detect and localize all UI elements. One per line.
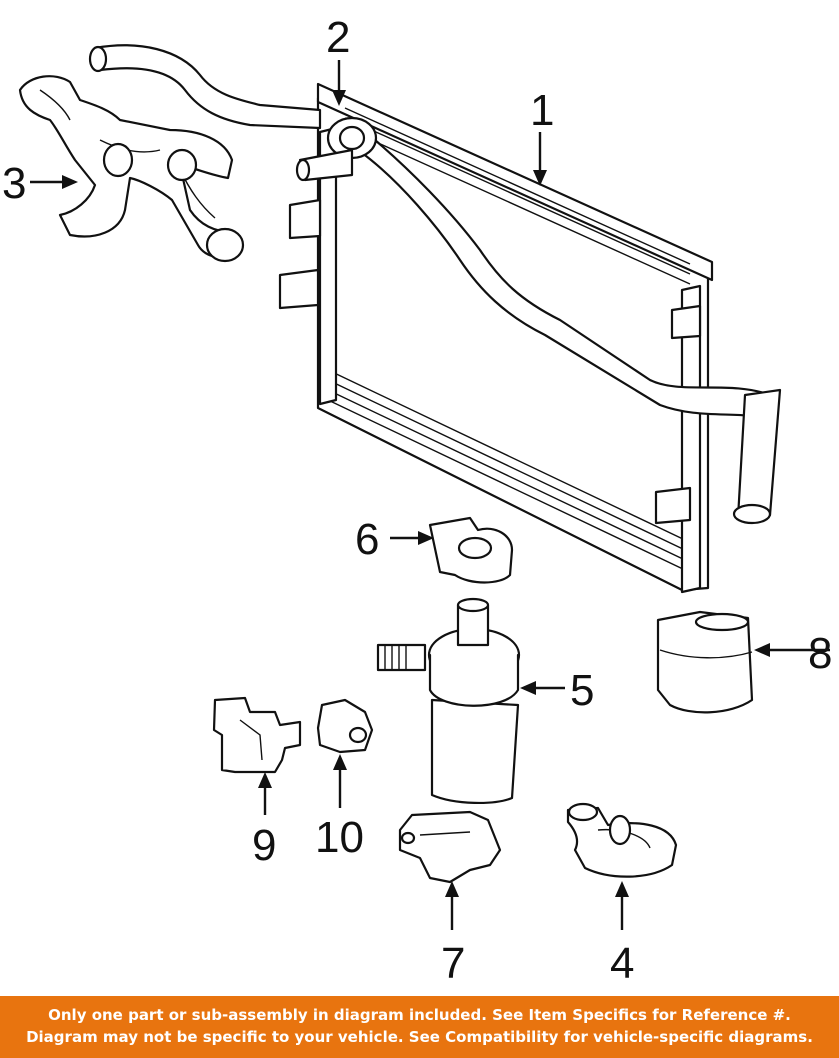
callout-10: 10 [315, 813, 364, 862]
part-8-block [656, 610, 754, 714]
part-10-clip [316, 698, 374, 754]
callout-9: 9 [252, 821, 276, 870]
callout-4: 4 [610, 939, 634, 988]
callout-5: 5 [570, 666, 594, 715]
disclaimer-line-2: Diagram may not be specific to your vehi… [26, 1028, 813, 1046]
callout-1: 1 [530, 86, 554, 135]
part-3-hose-assembly [18, 75, 245, 263]
part-7-bracket [398, 810, 502, 884]
part-9-bracket [212, 696, 302, 774]
disclaimer-banner: Only one part or sub-assembly in diagram… [0, 996, 839, 1058]
callout-3: 3 [2, 159, 26, 208]
part-1-radiator [278, 82, 782, 594]
part-6-bracket [428, 516, 514, 584]
callout-6: 6 [355, 515, 379, 564]
part-4-hose [566, 802, 678, 878]
parts-diagram: 1 2 3 4 5 6 7 8 9 10 [2, 13, 832, 988]
part-5-pump [376, 597, 521, 804]
callout-7: 7 [441, 939, 465, 988]
callout-8: 8 [808, 629, 832, 678]
part-2-hose [88, 44, 322, 130]
disclaimer-line-1: Only one part or sub-assembly in diagram… [48, 1006, 791, 1024]
callout-2: 2 [326, 13, 350, 62]
callout-arrows [30, 60, 830, 930]
